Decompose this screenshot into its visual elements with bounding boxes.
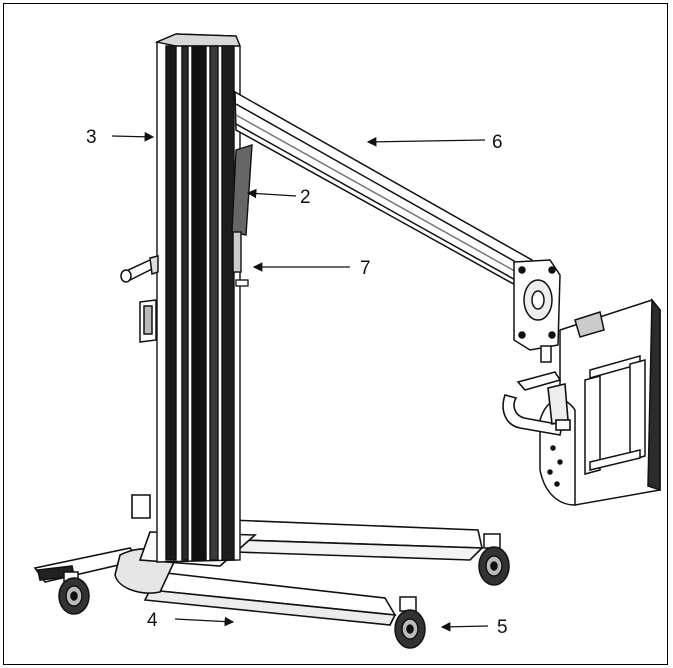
label-2: 2 <box>300 187 311 208</box>
side-handle <box>120 255 159 343</box>
base-frame <box>33 494 484 626</box>
lamp-handle <box>502 371 571 436</box>
vertical-column <box>154 33 242 563</box>
gas-spring <box>231 144 253 273</box>
extension-arm <box>234 90 533 294</box>
label-4: 4 <box>147 610 158 631</box>
caster-front-right <box>394 596 426 649</box>
label-3: 3 <box>86 127 97 148</box>
caster-rear-right <box>478 533 510 586</box>
caster-wheels <box>58 533 510 649</box>
label-6: 6 <box>492 132 503 153</box>
label-7: 7 <box>360 258 371 279</box>
arm-head-bracket <box>513 259 561 363</box>
caster-front-left <box>58 571 90 615</box>
callout-arrows <box>111 131 489 632</box>
adjust-knob <box>235 279 249 287</box>
label-5: 5 <box>497 617 508 638</box>
